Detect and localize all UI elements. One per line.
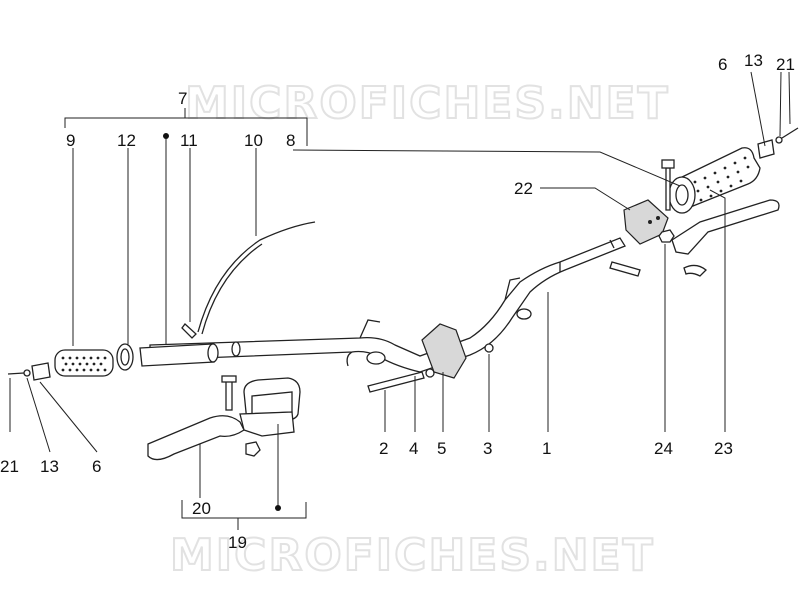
- left-washer: [23, 369, 31, 377]
- throttle-sleeve: [139, 343, 215, 367]
- left-bar-end: [31, 362, 51, 381]
- callout-21-left: 21: [0, 457, 19, 476]
- callout-23: 23: [714, 439, 733, 458]
- callout-20: 20: [192, 499, 211, 518]
- callout-2: 2: [379, 439, 388, 458]
- callout-7: 7: [178, 89, 187, 108]
- callout-21-right: 21: [776, 55, 795, 74]
- leader-lines: [9, 71, 791, 530]
- nut-3: [484, 343, 494, 353]
- right-grip: [668, 147, 761, 214]
- right-bolt: [781, 127, 799, 139]
- master-cylinder: [221, 375, 301, 457]
- callout-24: 24: [654, 439, 673, 458]
- left-bolt: [7, 372, 25, 375]
- tube-end-left: [231, 341, 241, 357]
- right-bar-end: [757, 139, 775, 159]
- watermark-top: MICROFICHES.NET: [185, 78, 670, 129]
- right-brake-lever: [671, 199, 780, 255]
- switch-bracket-5: [421, 323, 467, 379]
- callout-6-left: 6: [92, 457, 101, 476]
- callout-13-left: 13: [40, 457, 59, 476]
- washer-4: [425, 368, 435, 378]
- callout-9: 9: [66, 131, 75, 150]
- long-bolt-2: [367, 371, 425, 393]
- callout-1: 1: [542, 439, 551, 458]
- callout-6-right: 6: [718, 55, 727, 74]
- callout-12: 12: [117, 131, 136, 150]
- callout-8: 8: [286, 131, 295, 150]
- handlebar-tube: [149, 237, 626, 373]
- callout-labels: 7 9 12 11 10 8 22 6 13 21 21 13 6 2 4 5 …: [0, 51, 795, 552]
- clamp-bolt: [665, 167, 671, 211]
- callout-4: 4: [409, 439, 418, 458]
- callout-5: 5: [437, 439, 446, 458]
- clamp-bolt-lower: [609, 261, 641, 277]
- callout-22: 22: [514, 179, 533, 198]
- callout-10: 10: [244, 131, 263, 150]
- callout-13-right: 13: [744, 51, 763, 70]
- nut-24: [658, 229, 675, 243]
- watermark-bottom: MICROFICHES.NET: [170, 530, 655, 581]
- left-brake-lever: [147, 415, 245, 461]
- spring-clip: [683, 264, 707, 277]
- throttle-cable: [197, 221, 316, 333]
- callout-19: 19: [228, 533, 247, 552]
- left-ring-inner: [120, 348, 130, 366]
- left-grip: [54, 349, 114, 377]
- callout-11: 11: [180, 131, 198, 150]
- throttle-sleeve-end: [207, 343, 219, 363]
- right-washer: [775, 136, 783, 144]
- screw-11: [181, 323, 197, 339]
- callout-3: 3: [483, 439, 492, 458]
